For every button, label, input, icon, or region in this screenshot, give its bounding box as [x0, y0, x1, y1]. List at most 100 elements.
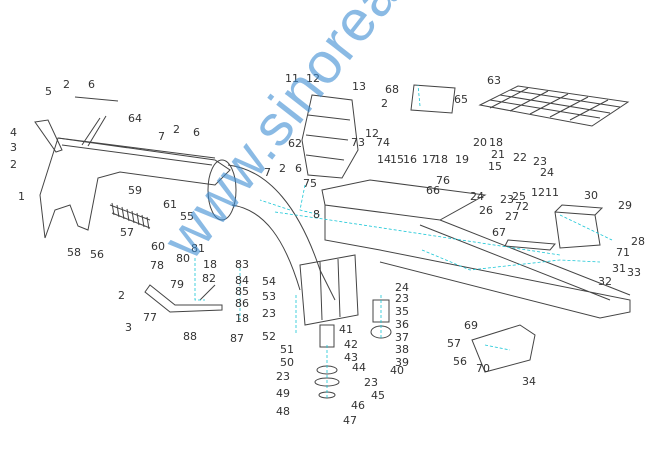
part-number-label: 57: [447, 337, 461, 350]
part-number-label: 23: [395, 292, 409, 305]
part-number-label: 23: [533, 155, 547, 168]
part-number-label: 32: [598, 275, 612, 288]
part-number-label: 2: [173, 123, 180, 136]
part-number-label: 23: [262, 307, 276, 320]
part-number-label: 11: [285, 72, 299, 85]
boom-pivot-ring: [207, 159, 237, 221]
part-number-label: 16: [403, 153, 417, 166]
part-number-label: 84: [235, 274, 249, 287]
part-number-label: 82: [202, 272, 216, 285]
part-number-label: 48: [276, 405, 290, 418]
part-number-label: 30: [584, 189, 598, 202]
part-number-label: 74: [376, 136, 390, 149]
leader-lines: [194, 84, 613, 400]
part-number-label: 24: [470, 190, 484, 203]
part-number-label: 87: [230, 332, 244, 345]
part-number-label: 58: [67, 246, 81, 259]
curved-boom: [227, 164, 336, 301]
part-number-label: 7: [158, 130, 165, 143]
part-number-label: 24: [540, 166, 554, 179]
part-number-label: 2: [118, 289, 125, 302]
part-number-label: 7: [264, 166, 271, 179]
swivel-column: [299, 254, 359, 326]
part-number-label: 14: [377, 153, 391, 166]
part-number-label: 77: [143, 311, 157, 324]
plate-67: [504, 239, 556, 251]
part-number-label: 56: [90, 248, 104, 261]
linkage-88: [144, 284, 223, 313]
part-number-label: 6: [295, 162, 302, 175]
part-number-label: 70: [476, 362, 490, 375]
part-number-label: 83: [235, 258, 249, 271]
part-number-label: 68: [385, 83, 399, 96]
part-number-label: 56: [453, 355, 467, 368]
part-number-label: 39: [395, 356, 409, 369]
part-number-label: 1: [18, 190, 25, 203]
part-number-label: 66: [426, 184, 440, 197]
part-number-label: 2: [10, 158, 17, 171]
part-number-label: 22: [513, 151, 527, 164]
part-number-label: 50: [280, 356, 294, 369]
boom-top-rail: [57, 137, 216, 166]
part-number-label: 42: [344, 338, 358, 351]
part-number-label: 59: [128, 184, 142, 197]
part-number-label: 60: [151, 240, 165, 253]
spring: [109, 202, 151, 230]
part-number-label: 21: [491, 148, 505, 161]
boom-arm: [39, 137, 231, 239]
plate-5: [74, 96, 119, 102]
part-number-label: 29: [618, 199, 632, 212]
part-number-label: 55: [180, 210, 194, 223]
part-number-label: 3: [125, 321, 132, 334]
part-number-label: 53: [262, 290, 276, 303]
part-number-label: 72: [515, 200, 529, 213]
part-number-label: 26: [479, 204, 493, 217]
part-number-label: 45: [371, 389, 385, 402]
part-number-label: 69: [464, 319, 478, 332]
part-number-label: 2: [279, 162, 286, 175]
part-number-label: 28: [631, 235, 645, 248]
part-number-label: 20: [473, 136, 487, 149]
part-number-label: 79: [170, 278, 184, 291]
part-number-label: 49: [276, 387, 290, 400]
part-number-label: 4: [10, 126, 17, 139]
part-number-label: 78: [150, 259, 164, 272]
part-number-label: 80: [176, 252, 190, 265]
part-number-label: 86: [235, 297, 249, 310]
part-number-label: 5: [45, 85, 52, 98]
part-number-label: 18: [235, 312, 249, 325]
cover-plate: [410, 84, 456, 114]
part-number-label: 24: [395, 281, 409, 294]
part-number-label: 67: [492, 226, 506, 239]
part-number-label: 41: [339, 323, 353, 336]
part-number-label: 75: [303, 177, 317, 190]
part-number-label: 33: [627, 266, 641, 279]
part-number-label: 6: [88, 78, 95, 91]
part-number-label: 88: [183, 330, 197, 343]
ladder-bracket: [301, 94, 359, 179]
part-number-label: 44: [352, 361, 366, 374]
part-number-label: 46: [351, 399, 365, 412]
part-number-label: 63: [487, 74, 501, 87]
part-number-label: 3: [10, 141, 17, 154]
part-number-label: 2: [63, 78, 70, 91]
part-number-label: 43: [344, 351, 358, 364]
part-number-label: 12: [531, 186, 545, 199]
main-frame-rail: [324, 205, 631, 319]
part-number-label: 27: [505, 210, 519, 223]
part-number-label: 15: [390, 153, 404, 166]
part-number-label: 25: [512, 190, 526, 203]
part-number-label: 64: [128, 112, 142, 125]
bracket-4: [34, 119, 63, 153]
part-number-label: 6: [193, 126, 200, 139]
part-number-label: 71: [616, 246, 630, 259]
part-number-label: 31: [612, 262, 626, 275]
part-number-label: 57: [120, 226, 134, 239]
part-number-label: 18: [489, 136, 503, 149]
bracket-64: [81, 115, 107, 147]
part-number-label: 23: [276, 370, 290, 383]
part-number-label: 76: [436, 174, 450, 187]
grating-63: [478, 85, 630, 127]
guard-30: [554, 204, 604, 249]
part-number-label: 12: [365, 127, 379, 140]
